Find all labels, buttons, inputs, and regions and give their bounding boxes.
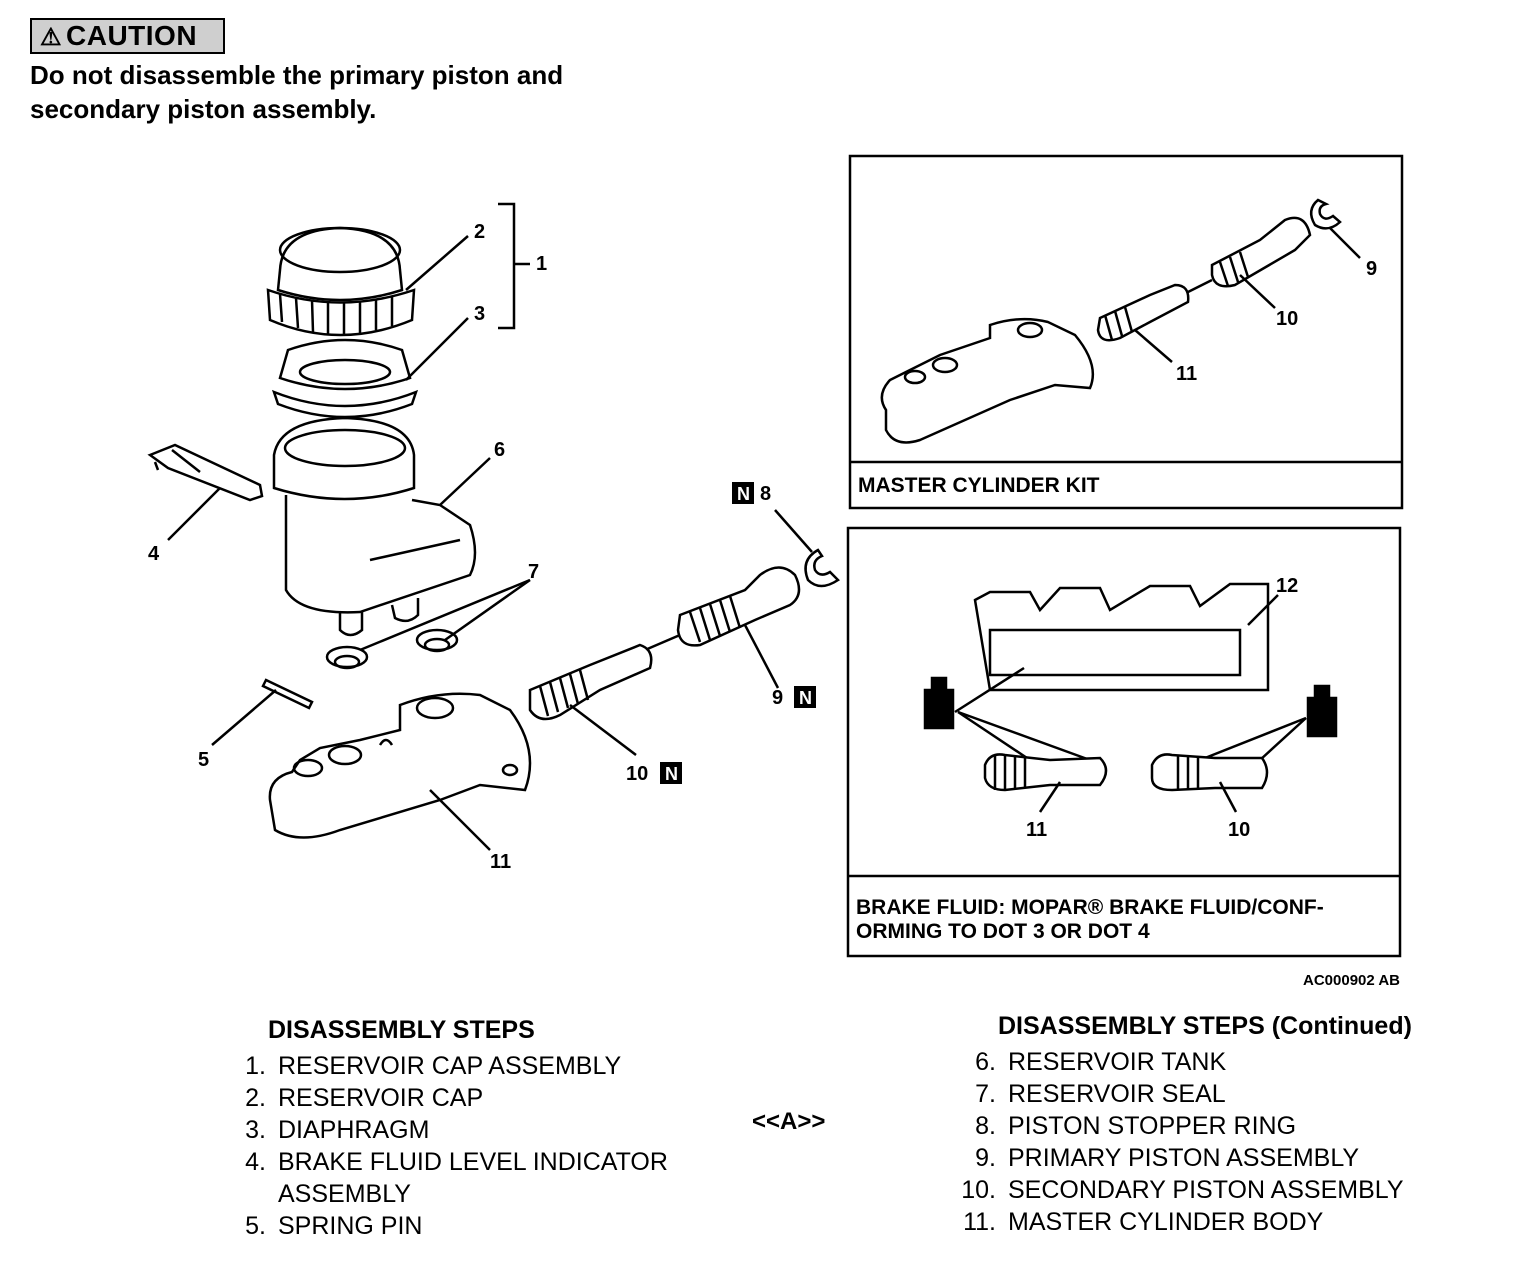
step-marker: <<A>> [752,1108,826,1135]
master-cylinder-kit-box [848,154,1404,510]
list-item: ASSEMBLY [278,1180,411,1208]
callout-10: 10 [626,763,648,785]
reservoir-cap-assembly-bracket [498,202,516,330]
callout-3: 3 [474,303,485,325]
fluid-callout-11: 11 [1026,819,1047,841]
secondary-piston-part [528,643,653,721]
kit-callout-10: 10 [1276,308,1298,330]
new-part-symbol-8: N [737,484,750,504]
list-item: 1.RESERVOIR CAP ASSEMBLY [245,1052,622,1080]
list-item: 7.RESERVOIR SEAL [975,1080,1226,1108]
list-item: 4.BRAKE FLUID LEVEL INDICATOR [245,1148,668,1176]
new-part-symbol-9: N [799,688,812,708]
brake-fluid-box [846,526,1402,958]
fluid-box-caption-line2: ORMING TO DOT 3 OR DOT 4 [856,920,1150,943]
list-item: 8.PISTON STOPPER RING [975,1112,1297,1140]
diaphragm-part [271,338,419,419]
disassembly-steps-left: DISASSEMBLY STEPS 1.RESERVOIR CAP ASSEMB… [220,1014,718,1242]
list-item: 10.SECONDARY PISTON ASSEMBLY [961,1176,1404,1204]
caution-tag-label: CAUTION [66,20,198,51]
steps-right-heading: DISASSEMBLY STEPS (Continued) [998,1012,1412,1040]
fluid-callout-10: 10 [1228,819,1250,841]
new-part-symbol-10: N [665,764,678,784]
list-item: 11.MASTER CYLINDER BODY [963,1208,1324,1236]
piston-stopper-ring-part [804,548,840,588]
steps-left-heading: DISASSEMBLY STEPS [268,1016,535,1044]
warning-triangle-icon: ⚠ [40,24,63,51]
callout-4: 4 [148,543,160,565]
fluid-callout-12: 12 [1276,575,1298,597]
caution-text-line2: secondary piston assembly. [30,94,377,124]
primary-piston-part [644,566,801,652]
caution-text: Do not disassemble the primary piston an… [30,58,690,126]
reservoir-seal-parts [325,628,459,670]
kit-callout-11: 11 [1176,363,1197,385]
kit-callout-9: 9 [1366,258,1377,280]
reservoir-cap-part [266,226,416,337]
disassembly-steps-right: DISASSEMBLY STEPS (Continued) 6.RESERVOI… [950,1010,1412,1238]
list-item: 6.RESERVOIR TANK [975,1048,1227,1076]
spring-pin-part [261,678,314,710]
callout-1: 1 [536,253,547,275]
exploded-view-diagram: N N N 1 2 3 4 5 6 7 8 9 10 11 9 10 11 12… [147,154,1404,958]
list-item: 2.RESERVOIR CAP [245,1084,484,1112]
callout-11: 11 [490,851,511,873]
master-cylinder-body-part [268,692,532,839]
callout-7: 7 [528,561,539,583]
callout-5: 5 [198,749,209,771]
fluid-box-caption-line1: BRAKE FLUID: MOPAR® BRAKE FLUID/CONF- [856,896,1324,919]
caution-tag: ⚠CAUTION [30,18,226,54]
callout-9: 9 [772,687,783,709]
list-item: 3.DIAPHRAGM [245,1116,430,1144]
new-part-symbols: N N N [660,482,816,784]
level-indicator-part [147,443,264,502]
list-item: 5.SPRING PIN [245,1212,423,1240]
list-item: 9.PRIMARY PISTON ASSEMBLY [975,1144,1360,1172]
callout-6: 6 [494,439,505,461]
reservoir-tank-part [272,416,477,637]
figure-code: AC000902 AB [1303,972,1400,989]
kit-box-caption: MASTER CYLINDER KIT [858,474,1100,497]
callout-2: 2 [474,221,485,243]
callout-8: 8 [760,483,771,505]
caution-text-line1: Do not disassemble the primary piston an… [30,60,564,90]
